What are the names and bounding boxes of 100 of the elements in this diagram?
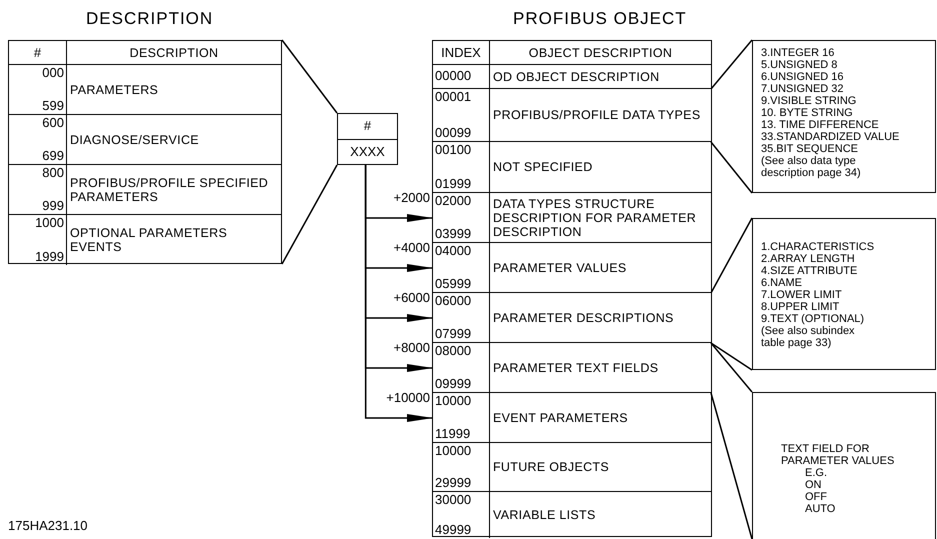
table-row [433,142,711,193]
list-item: 13. TIME DIFFERENCE [761,119,880,131]
index-number: 05999 [435,277,472,291]
callout-box [752,218,936,370]
table-row [433,293,711,343]
description-text: PARAMETER TEXT FIELDS [489,343,711,392]
drawing-number: 175HA231.10 [8,519,88,533]
list-item: 8.UPPER LIMIT [761,301,840,313]
index-number: 800 [42,166,64,180]
list-item: 1.CHARACTERISTICS [761,241,876,253]
table-row [433,343,711,393]
connector-line [710,392,753,539]
list-item: E.G. [804,467,828,479]
index-number: 01999 [435,177,472,191]
index-number: 00099 [435,126,472,140]
connector-line [710,142,753,194]
header-row [433,41,711,65]
description-text: PROFIBUS/PROFILE SPECIFIED PARAMETERS [66,165,281,214]
connector-line [281,164,338,264]
list-item: 6.UNSIGNED 16 [761,71,845,83]
index-box [337,113,398,165]
table-row [433,393,711,443]
index-number: 000 [42,66,64,80]
edge-label: +10000 [386,391,430,405]
list-item: TEXT FIELD FOR PARAMETER VALUES [781,443,896,467]
edge-label: +2000 [393,191,430,205]
index-number: 02000 [435,194,472,208]
index-number: 06000 [435,294,472,308]
description-text: PARAMETER DESCRIPTIONS [489,293,711,342]
description-text: OD OBJECT DESCRIPTION [489,65,711,88]
index-number: 29999 [435,476,472,490]
index-number: 10000 [435,444,472,458]
description-text: DATA TYPES STRUCTURE DESCRIPTION FOR PARAMETER DESCRIPTION [489,193,711,242]
description-text: DIAGNOSE/SERVICE [66,115,281,164]
column-heading: OBJECT DESCRIPTION [489,41,711,64]
connector-line [710,342,752,371]
connector-line [710,218,753,294]
list-item: 2.ARRAY LENGTH [761,253,856,265]
list-item: 5.UNSIGNED 8 [761,59,838,71]
table-row [9,65,281,115]
list-item: 6.NAME [761,277,803,289]
list-item: 9.TEXT (OPTIONAL) [761,313,866,325]
placeholder-text: XXXX [338,139,397,164]
column-heading: INDEX [440,46,482,60]
index-number: 600 [42,116,64,130]
list-item: 35.BIT SEQUENCE [761,143,859,155]
callout-box [752,392,936,539]
index-number: 49999 [435,523,472,537]
table-row [433,65,711,89]
index-number: 999 [42,199,64,213]
connector-line [281,40,338,114]
table-row [433,243,711,293]
callout-box [752,40,936,193]
description-text: PROFIBUS/PROFILE DATA TYPES [489,89,711,141]
index-number: 699 [42,149,64,163]
edge-label: +8000 [393,341,430,355]
column-heading: # [362,117,372,135]
note-text: (See also subindex table page 33) [761,325,856,349]
table-heading: PROFIBUS OBJECT [513,9,687,29]
table-row [9,165,281,215]
table-row [433,89,711,142]
list-item: 7.UNSIGNED 32 [761,83,845,95]
index-number: 00100 [435,143,472,157]
column-heading: # [32,46,42,60]
list-item: ON [804,479,822,491]
arrow [364,165,433,422]
index-number: 10000 [435,394,472,408]
list-item: 9.VISIBLE STRING [761,95,858,107]
index-number: 1000 [35,216,64,230]
list-item: 10. BYTE STRING [761,107,854,119]
description-text: FUTURE OBJECTS [489,443,711,491]
list-item: 33.STANDARDIZED VALUE [761,131,900,143]
table-row [9,115,281,165]
index-number: 08000 [435,344,472,358]
list-item: 3.INTEGER 16 [761,47,836,59]
connector-line [710,40,753,90]
index-number: 09999 [435,377,472,391]
edge-label: +4000 [393,241,430,255]
index-number: 30000 [435,493,472,507]
table-row [433,193,711,243]
index-number: 1999 [35,250,64,264]
column-heading: DESCRIPTION [66,41,281,64]
note-text: (See also data type description page 34) [761,155,862,179]
index-number: 03999 [435,227,472,241]
index-number: 11999 [435,427,470,441]
edge-label: +6000 [393,291,430,305]
list-item: 4.SIZE ATTRIBUTE [761,265,858,277]
description-text: OPTIONAL PARAMETERS EVENTS [66,215,281,265]
index-number: 00000 [435,69,472,83]
index-number: 599 [42,99,64,113]
description-text: PARAMETERS [66,65,281,114]
index-number: 07999 [435,327,472,341]
index-number: 00001 [435,90,472,104]
table-heading: DESCRIPTION [86,9,214,29]
description-text: PARAMETER VALUES [489,243,711,292]
description-text: EVENT PARAMETERS [489,393,711,442]
description-text: NOT SPECIFIED [489,142,711,192]
table-row [433,443,711,492]
index-number: 04000 [435,244,472,258]
header-row [9,41,281,65]
